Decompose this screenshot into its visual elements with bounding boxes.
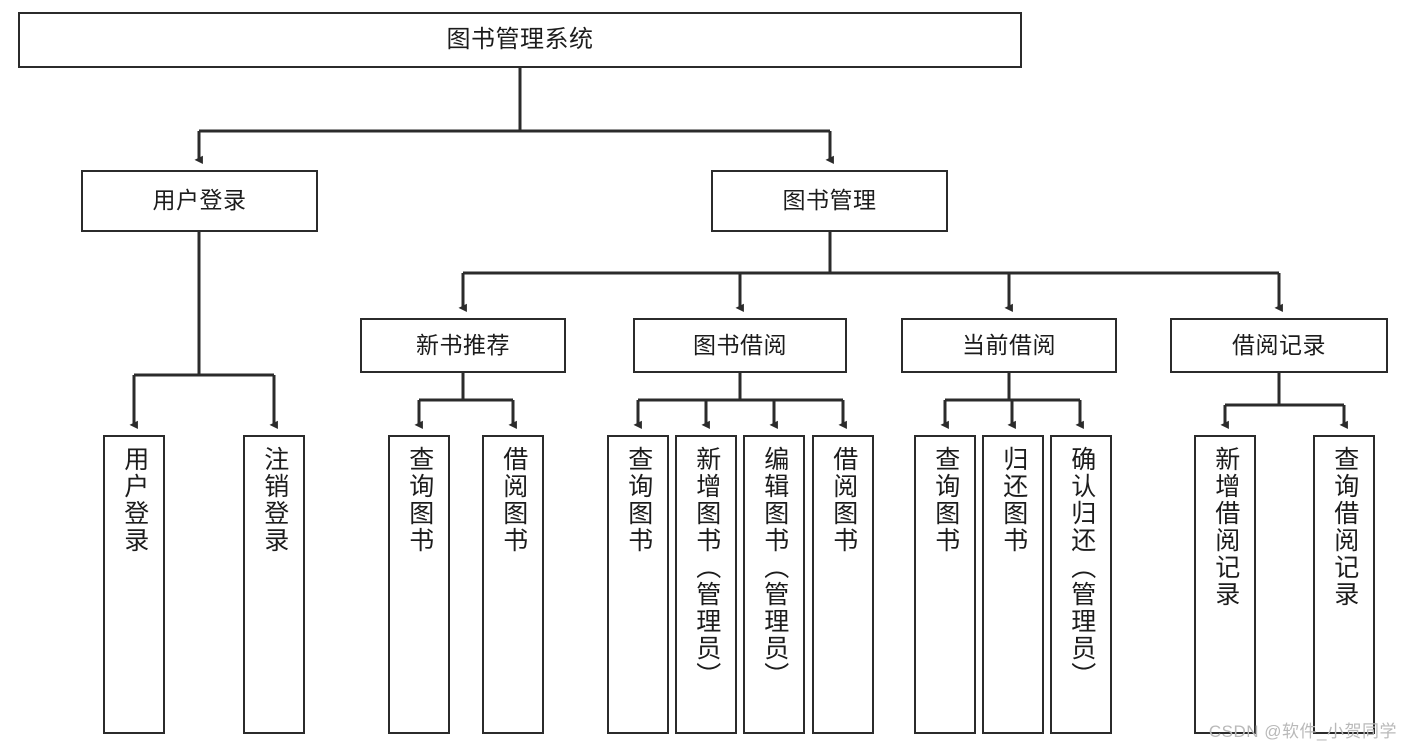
node-label: 确认归还（管理员） — [1067, 446, 1096, 689]
node-label: 借阅记录 — [1232, 331, 1326, 358]
node-label: 当前借阅 — [962, 331, 1056, 358]
leaf-query-book-1[interactable]: 查询图书 — [388, 435, 450, 734]
csdn-watermark: CSDN @软件_小贺同学 — [1208, 722, 1397, 741]
node-label: 归还图书 — [999, 446, 1028, 554]
leaf-query-book-3[interactable]: 查询图书 — [914, 435, 976, 734]
leaf-query-book-2[interactable]: 查询图书 — [607, 435, 669, 734]
node-label: 新增借阅记录 — [1211, 446, 1240, 608]
node-label: 图书管理 — [782, 187, 877, 214]
node-label: 借阅图书 — [499, 446, 528, 554]
node-label: 图书借阅 — [693, 331, 787, 358]
node-label: 用户登录 — [152, 187, 247, 214]
node-label: 新书推荐 — [416, 331, 510, 358]
node-label: 查询图书 — [931, 446, 960, 554]
leaf-confirm-return[interactable]: 确认归还（管理员） — [1050, 435, 1112, 734]
leaf-add-record[interactable]: 新增借阅记录 — [1194, 435, 1256, 734]
node-label: 编辑图书（管理员） — [760, 446, 789, 689]
leaf-borrow-book-1[interactable]: 借阅图书 — [482, 435, 544, 734]
node-root-system[interactable]: 图书管理系统 — [18, 12, 1022, 68]
node-label: 图书管理系统 — [446, 25, 594, 53]
node-label: 借阅图书 — [829, 446, 858, 554]
node-book-manage[interactable]: 图书管理 — [711, 170, 948, 232]
leaf-edit-book[interactable]: 编辑图书（管理员） — [743, 435, 805, 734]
leaf-borrow-book-2[interactable]: 借阅图书 — [812, 435, 874, 734]
node-label: 新增图书（管理员） — [692, 446, 721, 689]
node-current-borrow[interactable]: 当前借阅 — [901, 318, 1117, 373]
node-book-borrow[interactable]: 图书借阅 — [633, 318, 847, 373]
leaf-add-book[interactable]: 新增图书（管理员） — [675, 435, 737, 734]
leaf-user-logout[interactable]: 注销登录 — [243, 435, 305, 734]
node-new-book-rec[interactable]: 新书推荐 — [360, 318, 566, 373]
leaf-query-record[interactable]: 查询借阅记录 — [1313, 435, 1375, 734]
node-borrow-record[interactable]: 借阅记录 — [1170, 318, 1388, 373]
node-label: 用户登录 — [120, 446, 149, 554]
leaf-user-login[interactable]: 用户登录 — [103, 435, 165, 734]
node-label: 注销登录 — [260, 446, 289, 554]
node-label: 查询图书 — [624, 446, 653, 554]
node-label: 查询图书 — [405, 446, 434, 554]
node-label: 查询借阅记录 — [1330, 446, 1359, 608]
node-user-login[interactable]: 用户登录 — [81, 170, 318, 232]
leaf-return-book[interactable]: 归还图书 — [982, 435, 1044, 734]
